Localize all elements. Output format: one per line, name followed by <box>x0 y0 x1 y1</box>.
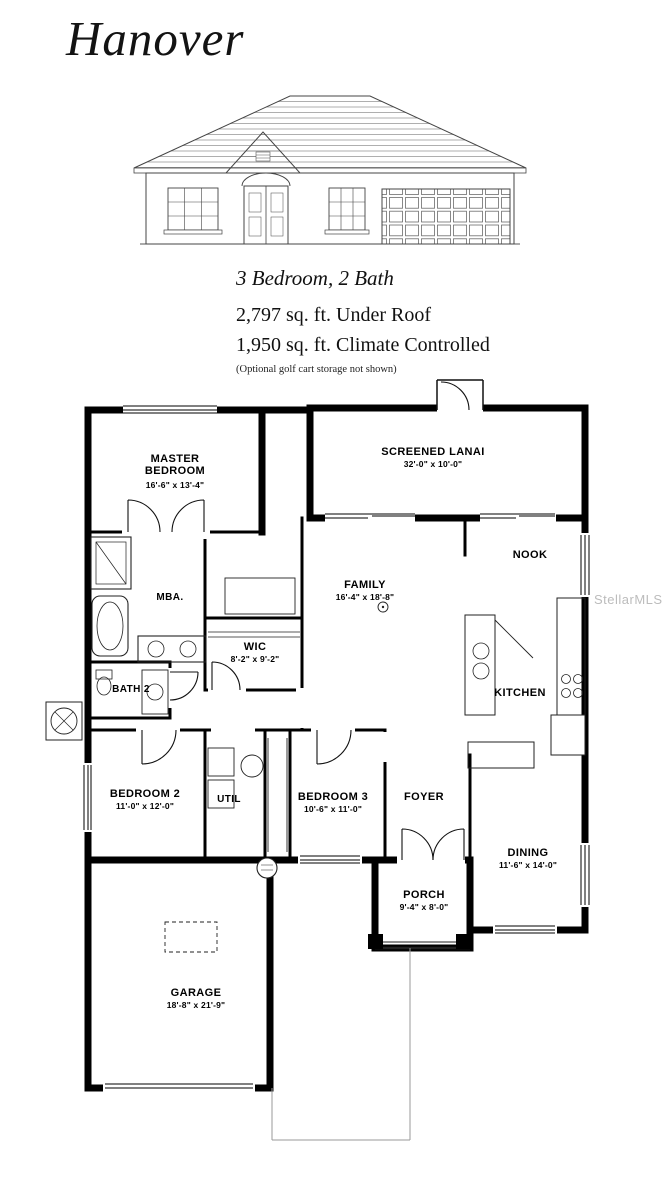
porch-edge <box>375 941 470 950</box>
room-label-mba: MBA. <box>156 592 183 603</box>
room-label-porch: PORCH 9'-4" x 8'-0" <box>400 889 449 912</box>
room-label-kitchen: KITCHEN <box>494 687 546 699</box>
foyer-name: FOYER <box>404 791 444 803</box>
garage-door <box>381 188 511 245</box>
summary-bed-bath: 3 Bedroom, 2 Bath <box>236 266 394 290</box>
nook-name: NOOK <box>513 549 548 561</box>
summary-climate-controlled: 1,950 sq. ft. Climate Controlled <box>236 334 490 356</box>
bath2-vanity <box>141 669 169 715</box>
room-label-family: FAMILY 16'-4" x 18'-8" <box>336 579 395 602</box>
room-label-util: UTIL <box>217 794 241 805</box>
room-label-nook: NOOK <box>513 549 548 561</box>
exterior-walls <box>84 404 589 1092</box>
family-name: FAMILY <box>344 579 386 591</box>
util-name: UTIL <box>217 794 241 805</box>
dining-dims: 11'-6" x 14'-0" <box>499 860 557 870</box>
note-bubble <box>256 857 278 879</box>
master-name-1: MASTER <box>151 453 200 465</box>
room-labels: MASTER BEDROOM 16'-6" x 13'-4" SCREENED … <box>110 446 557 1010</box>
room-label-lanai: SCREENED LANAI 32'-0" x 10'-0" <box>381 446 484 469</box>
plan-summary: 3 Bedroom, 2 Bath 2,797 sq. ft. Under Ro… <box>236 266 490 386</box>
bedroom3-name: BEDROOM 3 <box>298 791 368 803</box>
kitchen-name: KITCHEN <box>494 687 546 699</box>
family-ceiling-fan <box>377 601 389 613</box>
wall-openings <box>81 402 591 1094</box>
porch-name: PORCH <box>403 889 445 901</box>
family-dims: 16'-4" x 18'-8" <box>336 592 395 602</box>
room-label-bedroom2: BEDROOM 2 11'-0" x 12'-0" <box>110 788 180 811</box>
room-label-master: MASTER BEDROOM 16'-6" x 13'-4" <box>145 453 205 490</box>
dining-name: DINING <box>508 847 549 859</box>
bath2-name: BATH 2 <box>112 684 150 695</box>
master-name-2: BEDROOM <box>145 465 205 477</box>
master-shower <box>90 536 132 590</box>
porch-columns <box>368 934 471 949</box>
master-dims: 16'-6" x 13'-4" <box>146 480 205 490</box>
bath2-toilet <box>95 669 113 696</box>
door-swings <box>127 379 484 861</box>
ac-pad <box>45 701 83 741</box>
middle-window <box>324 187 370 235</box>
gable-vent <box>255 151 271 162</box>
chase-lines <box>267 738 288 852</box>
elevation-roof <box>133 95 527 174</box>
garage-attic-stair <box>164 921 218 953</box>
entry-door <box>241 172 291 245</box>
room-label-wic: WIC 8'-2" x 9'-2" <box>231 641 280 664</box>
lanai-name: SCREENED LANAI <box>381 446 484 458</box>
wic-name: WIC <box>244 641 267 653</box>
garage-dims: 18'-8" x 21'-9" <box>167 1000 226 1010</box>
summary-note: (Optional golf cart storage not shown) <box>236 364 397 375</box>
master-tub <box>91 595 129 657</box>
driveway-lines <box>271 948 411 1141</box>
master-vanity <box>137 635 207 663</box>
fixtures <box>45 536 586 953</box>
kitchen-counters <box>464 597 586 769</box>
floor-plan-drawing: MASTER BEDROOM 16'-6" x 13'-4" SCREENED … <box>45 379 591 1141</box>
window-lines <box>83 405 590 1089</box>
plan-title: Hanover <box>66 11 245 66</box>
porch-dims: 9'-4" x 8'-0" <box>400 902 449 912</box>
room-label-foyer: FOYER <box>404 791 444 803</box>
mba-name: MBA. <box>156 592 183 603</box>
room-label-garage: GARAGE 18'-8" x 21'-9" <box>167 987 226 1010</box>
summary-under-roof: 2,797 sq. ft. Under Roof <box>236 304 431 326</box>
bedroom3-dims: 10'-6" x 11'-0" <box>304 804 362 814</box>
lanai-dims: 32'-0" x 10'-0" <box>404 459 463 469</box>
utility-appliances <box>207 747 264 809</box>
closet-shelving <box>208 577 300 638</box>
room-label-bedroom3: BEDROOM 3 10'-6" x 11'-0" <box>298 791 368 814</box>
room-label-bath2: BATH 2 <box>112 684 150 695</box>
wic-dims: 8'-2" x 9'-2" <box>231 654 280 664</box>
watermark: StellarMLS <box>594 592 663 607</box>
garage-name: GARAGE <box>171 987 222 999</box>
bedroom2-name: BEDROOM 2 <box>110 788 180 800</box>
bedroom2-dims: 11'-0" x 12'-0" <box>116 801 174 811</box>
house-elevation-drawing <box>133 95 527 245</box>
left-window <box>163 187 223 235</box>
room-label-dining: DINING 11'-6" x 14'-0" <box>499 847 557 870</box>
